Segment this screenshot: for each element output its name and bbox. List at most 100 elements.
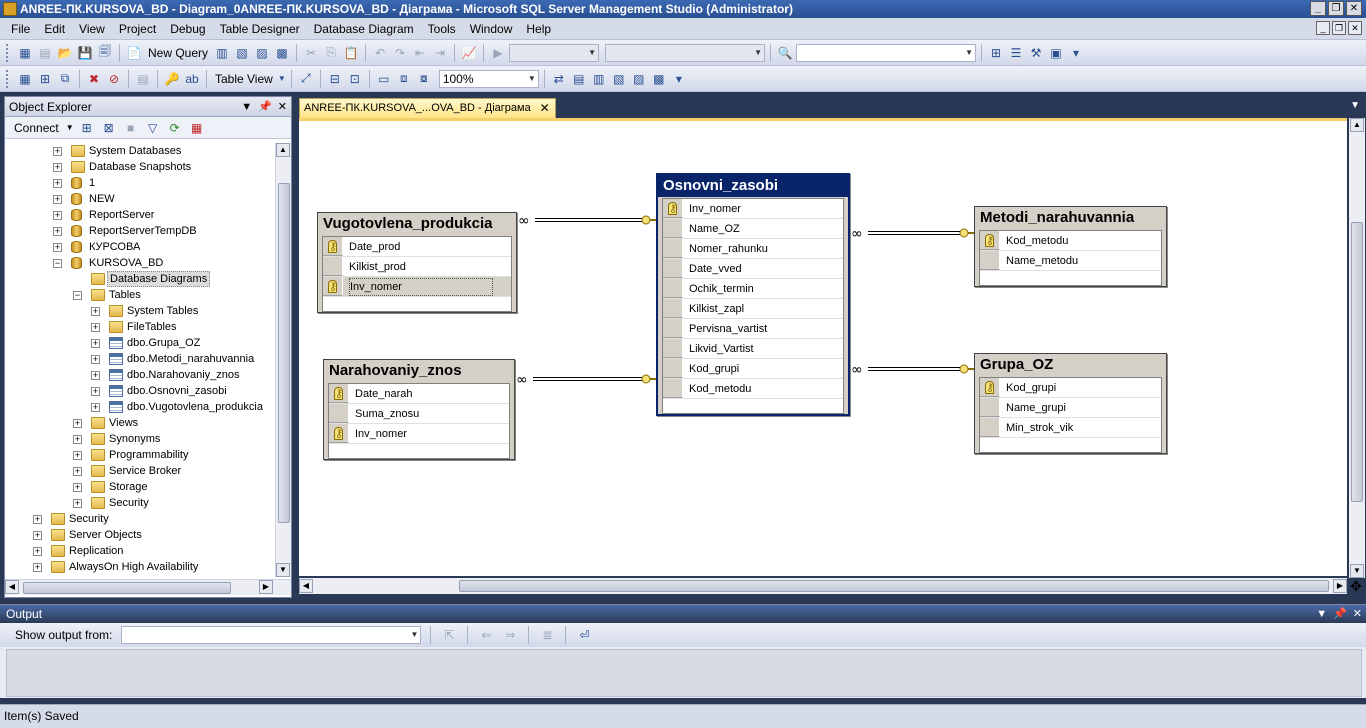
expand-icon[interactable]: + <box>91 322 100 332</box>
tree-node[interactable]: +Storage <box>5 479 275 495</box>
show-relationship-labels-icon[interactable]: ⧈ <box>400 71 408 85</box>
stop-icon[interactable]: ■ <box>127 120 135 135</box>
table-column-row[interactable]: ⚷Kod_grupi <box>980 378 1161 398</box>
expand-icon[interactable]: + <box>73 418 82 428</box>
row-selector[interactable]: ⚷ <box>323 277 343 296</box>
options-icon[interactable]: ▣ <box>1050 45 1062 60</box>
tree-node[interactable]: +dbo.Narahovaniy_znos <box>5 367 275 383</box>
close-window-button[interactable]: ✕ <box>1346 1 1362 16</box>
clear-all-icon[interactable]: ≣ <box>542 628 553 642</box>
panel-dropdown-icon[interactable]: ▼ <box>241 101 253 113</box>
tree-node[interactable]: +Database Snapshots <box>5 159 275 175</box>
expand-icon[interactable]: + <box>53 242 62 252</box>
menu-view[interactable]: View <box>79 21 105 36</box>
row-selector[interactable] <box>663 359 683 378</box>
row-selector[interactable] <box>663 219 683 238</box>
scroll-right-icon[interactable]: ▶ <box>259 580 273 594</box>
expand-icon[interactable]: + <box>33 562 42 572</box>
solution-platform-combo[interactable]: ▼ <box>605 43 766 62</box>
chevron-down-icon[interactable]: ▼ <box>277 74 286 83</box>
tree-node[interactable]: +FileTables <box>5 319 275 335</box>
toolbar-overflow-icon[interactable]: ▾ <box>675 71 682 86</box>
diagram-table-title[interactable]: Osnovni_zasobi <box>658 175 848 197</box>
diagram-table-title[interactable]: Narahovaniy_znos <box>329 362 462 379</box>
table-column-row[interactable]: Suma_znosu <box>329 404 509 424</box>
mdi-minimize-button[interactable]: _ <box>1316 21 1330 35</box>
row-selector[interactable]: ⚷ <box>329 384 349 403</box>
xmla-query-icon[interactable]: ▩ <box>276 45 288 60</box>
tab-diagram[interactable]: ANREE-ПК.KURSOVA_...OVA_BD - Діаграма ✕ <box>299 98 556 118</box>
menu-project[interactable]: Project <box>118 21 157 36</box>
scroll-thumb[interactable] <box>23 582 231 594</box>
row-selector[interactable] <box>663 379 683 398</box>
table-view-dropdown[interactable]: Table View <box>215 71 273 86</box>
expand-icon[interactable]: + <box>33 514 42 524</box>
mdi-restore-button[interactable]: ❐ <box>1332 21 1346 35</box>
output-content[interactable] <box>6 649 1362 697</box>
remove-from-diagram-icon[interactable]: ⊘ <box>108 71 120 86</box>
expand-icon[interactable]: + <box>53 146 62 156</box>
solution-config-combo[interactable]: ▼ <box>509 43 600 62</box>
expand-icon[interactable]: + <box>91 386 100 396</box>
menu-window[interactable]: Window <box>469 21 513 36</box>
expand-icon[interactable]: + <box>91 338 100 348</box>
generate-script-icon[interactable]: ▤ <box>137 71 149 86</box>
find-message-icon[interactable]: ⇱ <box>444 628 455 642</box>
database-engine-query-icon[interactable]: ▥ <box>216 45 228 60</box>
restore-button[interactable]: ❐ <box>1328 1 1344 16</box>
row-selector[interactable] <box>980 398 1000 417</box>
table-column-row[interactable]: Likvid_Vartist <box>663 339 843 359</box>
close-icon[interactable]: ✕ <box>539 101 550 115</box>
toolbar-grip[interactable] <box>6 69 10 88</box>
output-source-combo[interactable]: ▼ <box>121 626 422 644</box>
tree-node[interactable]: −KURSOVA_BD <box>5 255 275 271</box>
activity-monitor-icon[interactable]: 📈 <box>461 45 477 60</box>
tree-node[interactable]: +dbo.Grupa_OZ <box>5 335 275 351</box>
expand-icon[interactable]: + <box>91 306 100 316</box>
tree-node[interactable]: +Programmability <box>5 447 275 463</box>
mdx-query-icon[interactable]: ▨ <box>256 45 268 60</box>
new-table-icon[interactable]: ▦ <box>19 71 31 86</box>
connect-button[interactable]: Connect <box>14 120 59 135</box>
table-column-row[interactable]: Kod_metodu <box>663 379 843 399</box>
table-column-row[interactable]: ⚷Inv_nomer <box>323 277 511 297</box>
table-column-row[interactable]: ⚷Kod_metodu <box>980 231 1161 251</box>
scroll-thumb[interactable] <box>278 183 290 523</box>
row-selector[interactable] <box>329 404 349 423</box>
row-selector[interactable] <box>663 239 683 258</box>
table-column-row[interactable]: ⚷Inv_nomer <box>663 199 843 219</box>
collapse-icon[interactable]: − <box>73 290 82 300</box>
autosize-tables-icon[interactable]: ⤢ <box>301 71 311 85</box>
table-column-row[interactable]: Kilkist_prod <box>323 257 511 277</box>
diagram-horizontal-scrollbar[interactable]: ◀ ▶ <box>299 578 1347 594</box>
tree-node[interactable]: +КУРСОВА <box>5 239 275 255</box>
row-selector[interactable] <box>663 259 683 278</box>
toolbox-icon[interactable]: ⚒ <box>1030 45 1042 60</box>
tree-node[interactable]: +Synonyms <box>5 431 275 447</box>
table-column-row[interactable]: Nomer_rahunku <box>663 239 843 259</box>
table-column-row[interactable]: Date_vved <box>663 259 843 279</box>
tree-node[interactable]: −Tables <box>5 287 275 303</box>
scroll-up-icon[interactable]: ▲ <box>276 143 290 157</box>
chevron-down-icon[interactable]: ▼ <box>1350 100 1360 111</box>
arrange-selection-icon[interactable]: ⊟ <box>329 71 340 86</box>
row-selector[interactable]: ⚷ <box>980 378 1000 397</box>
chevron-down-icon[interactable]: ▼ <box>65 123 74 132</box>
registered-servers-icon[interactable]: ⊞ <box>991 45 1002 60</box>
analysis-query-icon[interactable]: ▧ <box>236 45 248 60</box>
rename-icon[interactable]: ab <box>185 71 199 86</box>
scroll-thumb[interactable] <box>459 580 1329 592</box>
save-icon[interactable]: 💾 <box>77 45 93 60</box>
diagram-vertical-scrollbar[interactable]: ▲ ▼ <box>1349 118 1365 578</box>
scroll-thumb[interactable] <box>1351 222 1363 502</box>
toggle-word-wrap-icon[interactable]: ⏎ <box>579 628 590 642</box>
open-file-icon[interactable]: 📂 <box>57 45 73 60</box>
menu-table-designer[interactable]: Table Designer <box>219 21 300 36</box>
expand-icon[interactable]: + <box>53 210 62 220</box>
navigate-backward-icon[interactable]: ⇤ <box>415 45 426 60</box>
expand-icon[interactable]: + <box>91 370 100 380</box>
tree-node[interactable]: +Security <box>5 511 275 527</box>
